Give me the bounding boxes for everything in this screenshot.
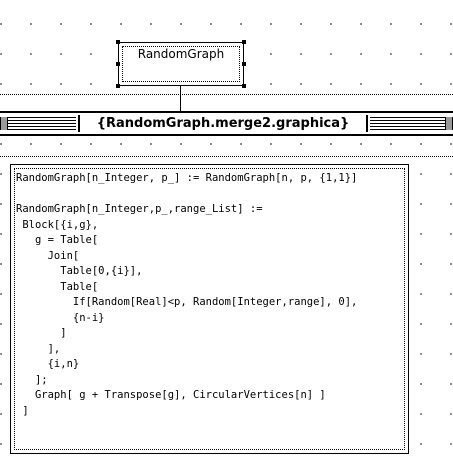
canvas-guide-line (0, 156, 453, 157)
code-line: RandomGraph[n_Integer,p_,range_List] := (16, 203, 263, 215)
code-line: {i,n} (16, 358, 80, 370)
code-line (16, 187, 357, 203)
title-bar-left-cap (0, 117, 8, 130)
code-line: Table[0,{i}], (16, 265, 143, 277)
code-line: ], (16, 342, 61, 355)
node-label: RandomGraph (137, 47, 225, 61)
notebook-title: {RandomGraph.merge2.graphica} (78, 115, 368, 132)
code-line: Block[{i,g}, (16, 218, 99, 231)
resize-handle-top-right[interactable] (242, 40, 246, 44)
resize-handle-bottom-right[interactable] (242, 84, 246, 88)
canvas-guide-line (0, 94, 453, 95)
code-cell-inner-border (14, 168, 405, 450)
title-bar-right-cap (445, 117, 453, 130)
code-line: {n-i} (16, 311, 105, 324)
node-connector-line (180, 86, 181, 112)
code-line: Table[ (16, 280, 99, 293)
code-line: g = Table[ (16, 234, 99, 246)
code-line: If[Random[Real]<p, Random[Integer,range]… (16, 296, 358, 308)
resize-handle-bottom-left[interactable] (116, 84, 120, 88)
code-cell[interactable]: RandomGraph[n_Integer, p_] := RandomGrap… (10, 164, 409, 454)
title-bar-stripes-right (370, 117, 445, 130)
code-line: ] (16, 404, 29, 417)
resize-handle-left[interactable] (116, 62, 120, 66)
code-line: ] (16, 327, 67, 339)
resize-handle-right[interactable] (242, 62, 246, 66)
resize-handle-top-left[interactable] (116, 40, 120, 44)
code-text[interactable]: RandomGraph[n_Integer, p_] := RandomGrap… (16, 171, 357, 419)
title-bar-stripes-left (8, 117, 76, 130)
code-line: Join[ (16, 249, 80, 262)
notebook-title-bar[interactable]: {RandomGraph.merge2.graphica} (0, 111, 453, 136)
code-line: ]; (16, 373, 48, 386)
randomgraph-node[interactable]: RandomGraph (118, 42, 244, 86)
code-line: Graph[ g + Transpose[g], CircularVertice… (16, 389, 326, 401)
code-line: RandomGraph[n_Integer, p_] := RandomGrap… (16, 172, 358, 184)
